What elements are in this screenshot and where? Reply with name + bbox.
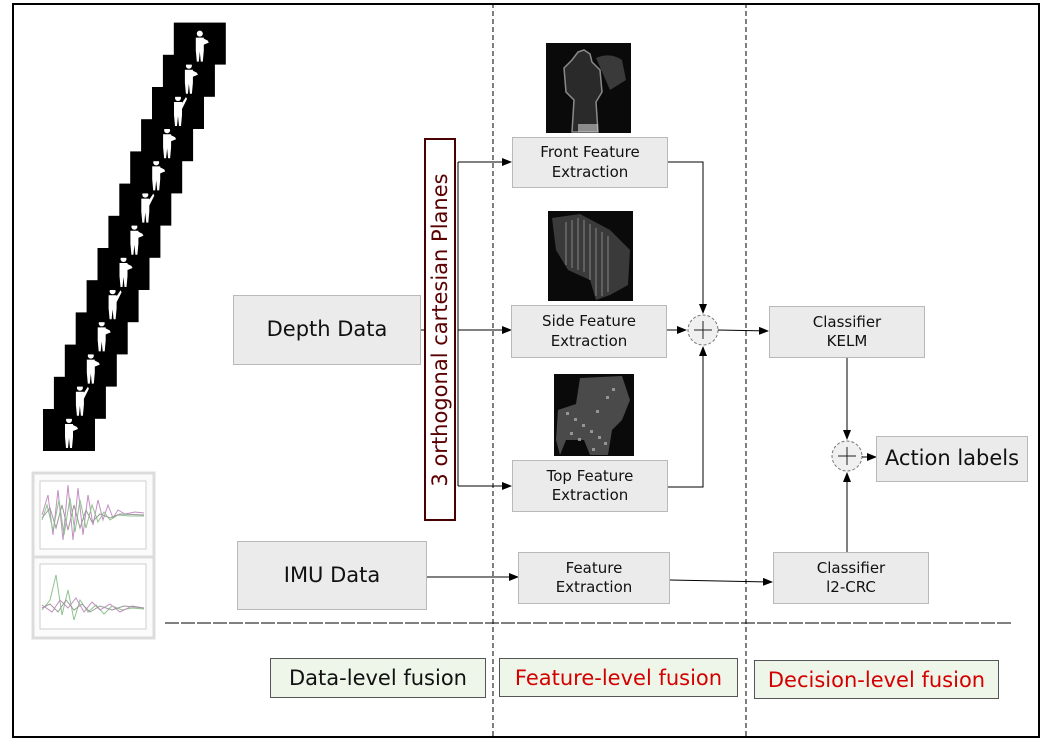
- depth-data-label: Depth Data: [266, 317, 388, 342]
- imu-data-box: IMU Data: [237, 541, 427, 610]
- front-feature-label: Front Feature Extraction: [540, 143, 640, 181]
- classifier-kelm-box: Classifier KELM: [769, 306, 925, 358]
- side-feature-label: Side Feature Extraction: [542, 312, 636, 350]
- action-labels-box: Action labels: [876, 436, 1028, 482]
- imu-plot-bottom: [31, 555, 156, 640]
- imu-feature-box: Feature Extraction: [518, 552, 670, 604]
- classifier-crc-box: Classifier l2-CRC: [773, 552, 929, 604]
- imu-feature-label: Feature Extraction: [555, 558, 633, 597]
- arrow-front-to-sum: [668, 161, 707, 314]
- planes-label-box: 3 orthogonal cartesian Planes: [424, 138, 456, 521]
- top-feature-box: Top Feature Extraction: [512, 460, 668, 512]
- arrow-sum-to-kelm: [717, 326, 769, 335]
- feature-sum-node: [687, 314, 719, 346]
- arrow-feature-to-crc: [669, 577, 773, 586]
- imu-data-label: IMU Data: [283, 562, 381, 587]
- action-labels-label: Action labels: [884, 446, 1020, 471]
- diagram-frame: [12, 3, 1040, 738]
- top-feature-label: Top Feature Extraction: [546, 466, 634, 505]
- feature-level-fusion-text: Feature-level fusion: [514, 665, 723, 690]
- front-projection-image: [546, 43, 631, 133]
- decision-sum-node: [831, 440, 863, 472]
- side-feature-box: Side Feature Extraction: [511, 305, 667, 358]
- top-projection-image: [554, 374, 634, 456]
- depth-data-box: Depth Data: [233, 295, 421, 365]
- data-level-fusion-label: Data-level fusion: [270, 658, 486, 698]
- data-level-fusion-text: Data-level fusion: [289, 666, 467, 690]
- feature-level-fusion-label: Feature-level fusion: [499, 658, 738, 697]
- decision-level-fusion-label: Decision-level fusion: [754, 660, 999, 699]
- decision-level-fusion-text: Decision-level fusion: [767, 667, 986, 692]
- classifier-kelm-label: Classifier KELM: [812, 312, 882, 351]
- front-feature-box: Front Feature Extraction: [512, 137, 668, 188]
- classifier-crc-label: Classifier l2-CRC: [816, 558, 886, 597]
- depth-frame: [173, 22, 226, 65]
- arrow-top-to-sum: [668, 346, 707, 488]
- side-projection-image: [548, 211, 633, 301]
- planes-label: 3 orthogonal cartesian Planes: [428, 172, 452, 487]
